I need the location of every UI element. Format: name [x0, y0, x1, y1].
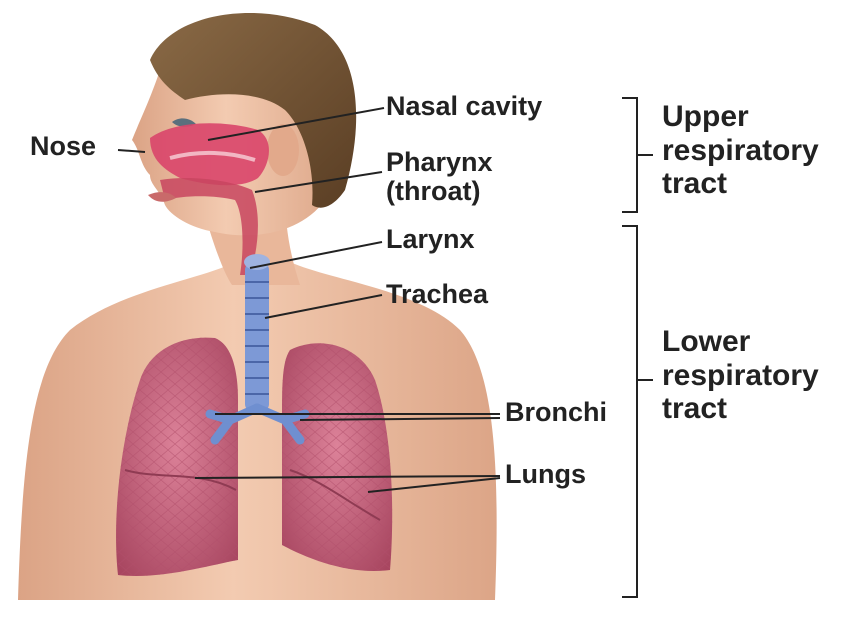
trachea-shape	[244, 254, 270, 412]
label-lower-respiratory-tract: Lower respiratory tract	[662, 325, 819, 426]
ear	[267, 124, 299, 176]
label-pharynx: Pharynx (throat)	[386, 148, 493, 206]
label-larynx: Larynx	[386, 225, 475, 254]
upper-line1: Upper	[662, 100, 819, 134]
brackets	[622, 98, 653, 597]
upper-line2: respiratory	[662, 134, 819, 168]
label-pharynx-line2: (throat)	[386, 177, 493, 206]
label-nose: Nose	[30, 132, 96, 161]
label-nasal-cavity: Nasal cavity	[386, 92, 542, 121]
label-lungs: Lungs	[505, 460, 586, 489]
label-pharynx-line1: Pharynx	[386, 148, 493, 177]
upper-line3: tract	[662, 167, 819, 201]
lower-bracket	[622, 226, 637, 597]
label-upper-respiratory-tract: Upper respiratory tract	[662, 100, 819, 201]
lower-line1: Lower	[662, 325, 819, 359]
lower-line2: respiratory	[662, 359, 819, 393]
lower-line3: tract	[662, 392, 819, 426]
label-trachea: Trachea	[386, 280, 488, 309]
upper-bracket	[622, 98, 637, 212]
label-bronchi: Bronchi	[505, 398, 607, 427]
